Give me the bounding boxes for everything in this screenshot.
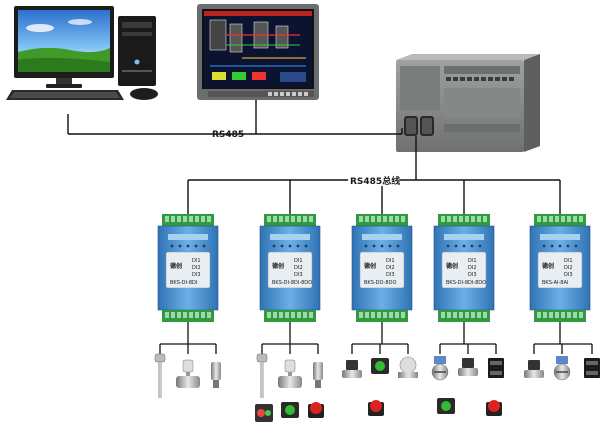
plc-controller	[396, 54, 540, 152]
module-channel: DI1	[192, 258, 201, 264]
thermocouple-icon	[256, 353, 268, 398]
terminal-block-bottom	[162, 310, 214, 322]
solenoid-valve-icon	[342, 360, 362, 378]
rs485-top-bus	[67, 100, 403, 135]
solenoid-valve-icon	[524, 360, 544, 378]
contactor-icon	[488, 358, 504, 378]
module-channel: DI2	[192, 265, 201, 271]
emergency-stop-icon	[486, 400, 502, 416]
butterfly-valve-icon	[553, 356, 571, 381]
module-brand: 德创	[363, 262, 376, 270]
solenoid-valve-icon	[458, 358, 478, 376]
module-channel: DI1	[386, 258, 395, 264]
terminal-block-top	[534, 214, 586, 226]
module-brand: 德创	[445, 262, 458, 270]
desktop-computer	[6, 6, 158, 100]
pressure-transmitter-icon	[313, 362, 323, 388]
module-channel: DI1	[564, 258, 573, 264]
flowmeter-icon	[176, 359, 200, 388]
module-label-panel	[537, 251, 583, 289]
rs485-top-label: RS485	[212, 130, 244, 140]
sensor-drops	[159, 322, 593, 354]
module-brand: 德创	[271, 262, 284, 270]
module-label-panel	[441, 251, 487, 289]
module-brand: 德创	[169, 262, 182, 270]
touch-panel-display	[197, 4, 319, 100]
module-channel: DI3	[386, 272, 395, 278]
module-label-panel	[267, 251, 313, 289]
module-brand: 德创	[541, 262, 554, 270]
push-button-icon	[281, 402, 299, 418]
module-channel: DI2	[468, 265, 477, 271]
terminal-block-bottom	[534, 310, 586, 322]
terminal-block-bottom	[356, 310, 408, 322]
module-model: BKS-DI-8DI-8DO	[446, 280, 486, 286]
terminal-block-top	[264, 214, 316, 226]
module-model: BKS-DI-8DI	[170, 280, 197, 286]
module-channel: DI3	[294, 272, 303, 278]
terminal-block-top	[162, 214, 214, 226]
motorized-valve-icon	[398, 356, 418, 378]
module-channel: DI2	[294, 265, 303, 271]
flowmeter-icon	[278, 359, 302, 388]
terminal-block-top	[438, 214, 490, 226]
contactor-icon	[584, 358, 600, 378]
push-button-icon	[371, 358, 389, 374]
module-channel: DI1	[294, 258, 303, 264]
emergency-stop-icon	[308, 402, 324, 418]
module-model: BKS-DO-8DO	[364, 280, 396, 286]
pressure-transmitter-icon	[211, 362, 221, 388]
emergency-stop-icon	[368, 400, 384, 416]
module-channel: DI2	[564, 265, 573, 271]
push-button-icon	[437, 398, 455, 414]
module-channel: DI3	[564, 272, 573, 278]
module-channel: DI3	[468, 272, 477, 278]
terminal-block-top	[356, 214, 408, 226]
terminal-block-bottom	[264, 310, 316, 322]
butterfly-valve-icon	[431, 356, 449, 381]
terminal-block-bottom	[438, 310, 490, 322]
module-channel: DI3	[192, 272, 201, 278]
thermocouple-icon	[154, 353, 166, 398]
module-model: BKS-AI-8AI	[542, 280, 568, 286]
module-label-panel	[359, 251, 405, 289]
module-channel: DI1	[468, 258, 477, 264]
field-sensors	[154, 353, 600, 422]
module-model: BKS-DI-8DI-8DO	[272, 280, 312, 286]
signal-lamp-icon	[255, 404, 273, 422]
io-modules: 德创DI1DI2DI3BKS-DI-8DI德创DI1DI2DI3BKS-DI-8…	[157, 214, 591, 322]
rs485-field-label: RS485总线	[350, 175, 400, 187]
module-label-panel	[165, 251, 211, 289]
module-channel: DI2	[386, 265, 395, 271]
